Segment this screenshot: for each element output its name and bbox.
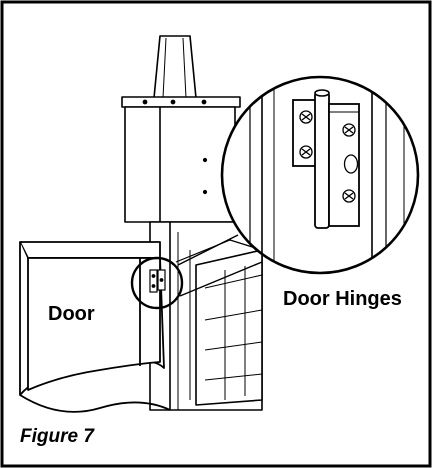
callout-leader-top <box>177 234 239 266</box>
upper-body <box>124 106 236 223</box>
magnifier-ring <box>220 75 420 275</box>
door-hinges-label: Door Hinges <box>283 288 402 310</box>
hinge-small-icon <box>149 269 166 293</box>
figure-caption: Figure 7 <box>20 426 94 447</box>
door-panel <box>19 241 171 413</box>
magnified-hinge-view <box>220 75 420 275</box>
callout-leader-bottom <box>179 261 263 297</box>
top-cap <box>121 96 241 108</box>
door-label: Door <box>48 303 95 325</box>
cabinet-unit <box>121 35 263 411</box>
door-top-rail <box>19 241 161 259</box>
hinge-callout-circle <box>130 256 184 310</box>
flue <box>153 35 197 99</box>
